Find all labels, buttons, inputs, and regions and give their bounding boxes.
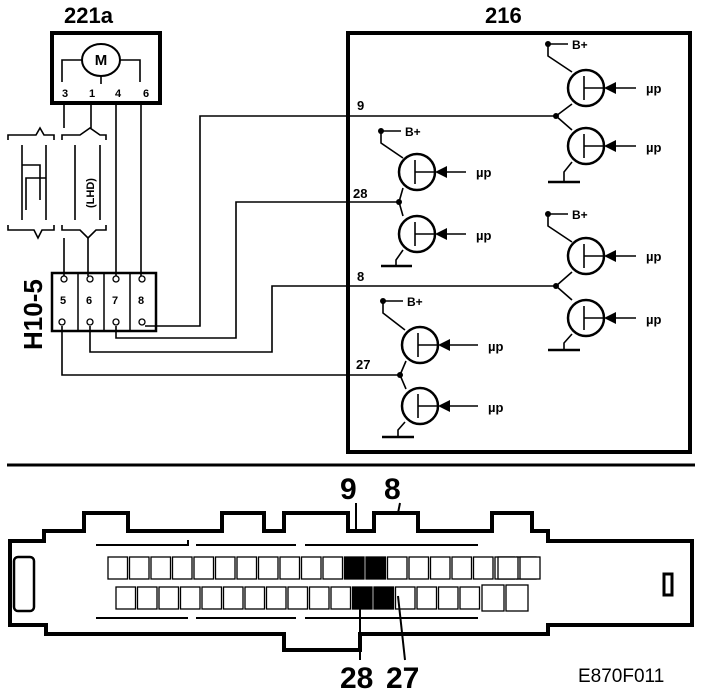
connector-cavity <box>472 556 494 580</box>
connector-cavity <box>451 556 473 580</box>
harness-pin-8: 8 <box>138 295 144 307</box>
channel-27-gate: µp <box>488 339 503 354</box>
connector-cavity <box>222 586 244 610</box>
control-module-housing <box>346 31 692 454</box>
channel-9: 9 B+ µp µp <box>357 38 661 184</box>
channel-28-pin: 28 <box>353 186 367 201</box>
channel-28-rail: B+ <box>405 125 421 139</box>
harness-connector: H10-5 5 6 7 8 <box>18 271 158 350</box>
channel-8-pin: 8 <box>357 269 364 284</box>
connector-cavity <box>179 586 201 610</box>
connector-cavity <box>416 586 438 610</box>
connector-cavity <box>386 556 408 580</box>
connector-cavity <box>497 556 519 580</box>
connector-pin-label-28: 28 <box>340 662 373 695</box>
channel-8-gate-low: µp <box>646 312 661 327</box>
channel-28-gate-low: µp <box>476 228 491 243</box>
channel-9-gate-low: µp <box>646 140 661 155</box>
channel-9-gate: µp <box>646 81 661 96</box>
channel-8-rail: B+ <box>572 208 588 222</box>
figure-code: E870F011 <box>578 666 664 687</box>
connector-cavity <box>365 556 387 580</box>
connector-cavity <box>171 556 193 580</box>
connector-cavity <box>193 556 215 580</box>
connector-cavity <box>437 586 459 610</box>
connector-pin-label-27: 27 <box>386 662 419 695</box>
connector-cavity <box>429 556 451 580</box>
channel-8: 8 B+ µp µp <box>357 208 661 352</box>
harness-to-module-wires <box>61 115 556 376</box>
connector-cavity <box>519 556 541 580</box>
connector-pin-label-9: 9 <box>340 473 357 506</box>
connector-cavity <box>459 586 481 610</box>
motor-pin-6: 6 <box>143 88 149 100</box>
connector-bottom-row <box>115 584 529 612</box>
connector-cavity <box>115 586 137 610</box>
harness-pin-5: 5 <box>60 295 66 307</box>
channel-8-gate: µp <box>646 249 661 264</box>
connector-cavity <box>308 586 330 610</box>
motor-pin-4: 4 <box>115 88 122 100</box>
channel-9-pin: 9 <box>357 98 364 113</box>
variant-brackets: (LHD) <box>7 126 107 276</box>
connector-cavity <box>300 556 322 580</box>
connector-cavity <box>107 556 129 580</box>
channel-28: 28 B+ µp µp <box>353 125 491 268</box>
channel-28-gate: µp <box>476 165 491 180</box>
connector-pin-label-8: 8 <box>384 473 401 506</box>
connector-cavity <box>351 586 373 610</box>
connector-cavity <box>257 556 279 580</box>
connector-latch <box>662 572 674 597</box>
connector-housing <box>8 511 694 652</box>
connector-cavity <box>214 556 236 580</box>
connector-cavity <box>236 556 258 580</box>
connector-cavity <box>481 584 505 612</box>
connector-clip <box>12 555 36 613</box>
connector-cavity <box>158 586 180 610</box>
connector-cavity <box>322 556 344 580</box>
connector-cavity <box>408 556 430 580</box>
channel-27-rail: B+ <box>407 295 423 309</box>
connector-cavity <box>394 586 416 610</box>
motor-to-harness-wires <box>63 101 142 276</box>
lhd-note: (LHD) <box>85 178 97 208</box>
connector-cavity <box>128 556 150 580</box>
connector-cavity <box>244 586 266 610</box>
harness-pin-7: 7 <box>112 295 118 307</box>
connector-cavity <box>330 586 352 610</box>
motor-housing <box>50 31 162 105</box>
channel-27-pin: 27 <box>356 357 370 372</box>
channel-9-rail: B+ <box>572 38 588 52</box>
motor-unit: 221a M 3 1 4 6 <box>50 3 162 105</box>
control-module-label: 216 <box>485 3 522 28</box>
motor-symbol: M <box>95 52 108 69</box>
channel-27-gate-low: µp <box>488 400 503 415</box>
connector-top-row <box>107 556 541 580</box>
connector-cavity <box>343 556 365 580</box>
motor-unit-label: 221a <box>64 3 114 28</box>
connector-cavity <box>279 556 301 580</box>
connector-cavity <box>287 586 309 610</box>
motor-pin-3: 3 <box>62 88 68 100</box>
connector-cavity <box>505 584 529 612</box>
connector-cavity <box>136 586 158 610</box>
connector-face-view: 9 8 28 27 <box>8 473 694 695</box>
harness-pin-6: 6 <box>86 295 92 307</box>
control-module: 216 <box>346 3 692 454</box>
channel-27: 27 B+ µp µp <box>356 295 503 439</box>
connector-cavity <box>265 586 287 610</box>
motor-pin-1: 1 <box>89 88 95 100</box>
connector-cavity <box>150 556 172 580</box>
connector-cavity <box>201 586 223 610</box>
harness-connector-label: H10-5 <box>18 279 48 350</box>
connector-cavity <box>373 586 395 610</box>
